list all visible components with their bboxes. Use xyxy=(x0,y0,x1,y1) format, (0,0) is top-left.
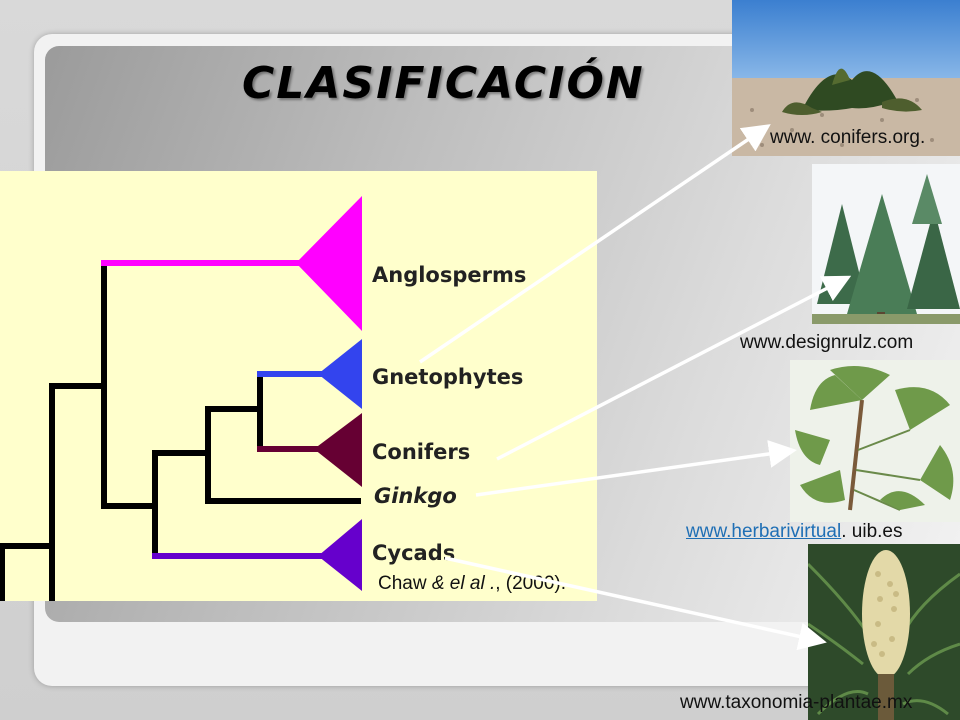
clade-triangle-cycads xyxy=(318,519,362,591)
ginkgo-leaves-photo xyxy=(790,360,960,522)
taxon-label-conifers: Conifers xyxy=(372,440,471,464)
credit-welwitschia: www. conifers.org. xyxy=(770,127,926,148)
tree-branch-root xyxy=(0,543,55,601)
clade-triangle-angiosperms xyxy=(296,196,362,331)
citation-year: , (2000). xyxy=(495,573,566,594)
citation-authors: Chaw xyxy=(378,573,427,594)
clade-triangle-gnetophytes xyxy=(318,339,362,409)
taxon-label-ginkgo: Ginkgo xyxy=(374,484,457,508)
clade-triangle-conifers xyxy=(314,413,362,487)
credit-cycad: www.taxonomia-plantae.mx xyxy=(680,692,913,713)
phylogenetic-tree xyxy=(0,196,362,601)
tree-branch-gnepine-ginkgo xyxy=(205,406,263,504)
credit-fir-trees: www.designrulz.com xyxy=(740,332,914,353)
taxon-label-gnetophytes: Gnetophytes xyxy=(372,365,524,389)
cycad-cone-photo xyxy=(808,544,960,720)
credit-ginkgo: www.herbarivirtual. uib.es xyxy=(686,521,903,543)
herbarivirtual-link[interactable]: www.herbarivirtual xyxy=(686,521,842,542)
citation: Chaw & el al ., (2000). xyxy=(378,573,566,595)
slide-title: CLASIFICACIÓN xyxy=(242,58,645,109)
tree-branch-gymno-split xyxy=(152,450,211,559)
fir-trees-photo xyxy=(812,164,960,324)
credit-ginkgo-rest: . uib.es xyxy=(841,521,903,542)
taxon-label-anglosperms: Anglosperms xyxy=(372,263,527,287)
citation-et-al: & el al . xyxy=(431,573,496,594)
taxon-label-cycads: Cycads xyxy=(372,541,456,565)
tree-branch-seedplants xyxy=(49,383,107,601)
